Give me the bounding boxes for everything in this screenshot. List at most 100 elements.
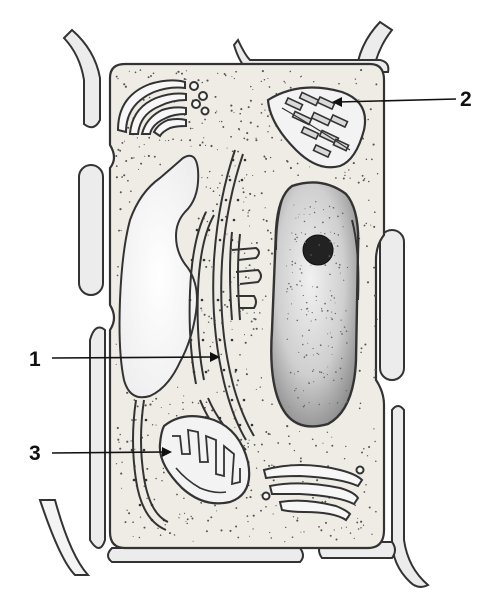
granule (261, 192, 263, 194)
chromatin-dot (345, 310, 346, 311)
granule (363, 179, 365, 181)
granule (131, 419, 133, 421)
granule (290, 71, 292, 73)
granule (360, 521, 362, 523)
chromatin-dot (327, 310, 329, 312)
granule (154, 156, 156, 158)
granule (273, 513, 274, 514)
granule (341, 527, 342, 528)
granule (168, 140, 169, 141)
granule (181, 73, 183, 75)
granule (374, 295, 376, 297)
granule (350, 532, 352, 534)
chromatin-dot (306, 302, 308, 304)
chromatin-dot (291, 289, 292, 290)
granule (149, 404, 151, 406)
granule (116, 344, 117, 345)
granule (252, 175, 253, 176)
granule (297, 174, 299, 176)
granule (228, 385, 230, 387)
chromatin-dot (323, 373, 324, 374)
chromatin-dot (329, 255, 331, 257)
granule (271, 403, 273, 405)
chromatin-dot (294, 390, 295, 391)
granule (345, 446, 346, 447)
granule (116, 176, 118, 178)
granule (244, 253, 245, 254)
chromatin-dot (334, 297, 335, 298)
chromatin-dot (287, 339, 288, 340)
granule (243, 191, 245, 193)
granule (177, 71, 179, 73)
chromatin-dot (323, 209, 324, 210)
granule (269, 86, 271, 88)
chromatin-dot (346, 401, 348, 403)
chromatin-dot (327, 374, 328, 375)
granule (232, 329, 233, 330)
granule (261, 103, 263, 105)
chromatin-dot (297, 371, 299, 373)
granule (260, 386, 261, 387)
granule (269, 434, 270, 435)
ribosome (231, 239, 234, 242)
granule (117, 149, 119, 151)
granule (312, 439, 314, 441)
chromatin-dot (338, 234, 340, 236)
granule (210, 145, 212, 147)
granule (245, 276, 247, 278)
granule (360, 527, 361, 528)
granule (248, 446, 250, 448)
granule (235, 165, 236, 166)
chromatin-dot (340, 368, 342, 370)
granule (222, 126, 224, 128)
granule (117, 78, 118, 79)
granule (219, 182, 221, 184)
granule (216, 111, 217, 112)
granule (226, 234, 227, 235)
ribosome (219, 339, 222, 342)
granule (284, 541, 285, 542)
granule (209, 260, 211, 262)
granule (260, 494, 261, 495)
chromatin-dot (332, 354, 333, 355)
nucleolus (303, 235, 333, 265)
granule (217, 149, 218, 150)
granule (221, 121, 223, 123)
granule (233, 277, 234, 278)
granule (140, 163, 142, 165)
granule (133, 399, 135, 401)
chromatin-dot (296, 241, 297, 242)
chromatin-dot (301, 232, 302, 233)
granule (271, 537, 273, 539)
granule (205, 145, 206, 146)
chromatin-dot (330, 240, 331, 241)
granule (364, 225, 366, 227)
granule (248, 106, 250, 108)
granule (156, 425, 157, 426)
granule (125, 521, 127, 523)
granule (163, 468, 164, 469)
granule (203, 332, 205, 334)
granule (288, 435, 290, 437)
granule (117, 439, 119, 441)
granule (281, 139, 282, 140)
granule (176, 494, 178, 496)
granule (176, 415, 178, 417)
ribosome (217, 299, 220, 302)
chromatin-dot (299, 268, 301, 270)
chromatin-dot (331, 337, 333, 339)
granule (343, 178, 345, 180)
granule (183, 497, 185, 499)
granule (247, 212, 248, 213)
chromatin-dot (290, 249, 291, 250)
ribosome (221, 219, 224, 222)
granule (249, 264, 251, 266)
granule (248, 277, 250, 279)
granule (237, 379, 239, 381)
chromatin-dot (286, 291, 287, 292)
granule (117, 266, 119, 268)
chromatin-dot (312, 286, 313, 287)
chromatin-dot (294, 374, 295, 375)
granule (192, 402, 194, 404)
ribosome (201, 299, 204, 302)
